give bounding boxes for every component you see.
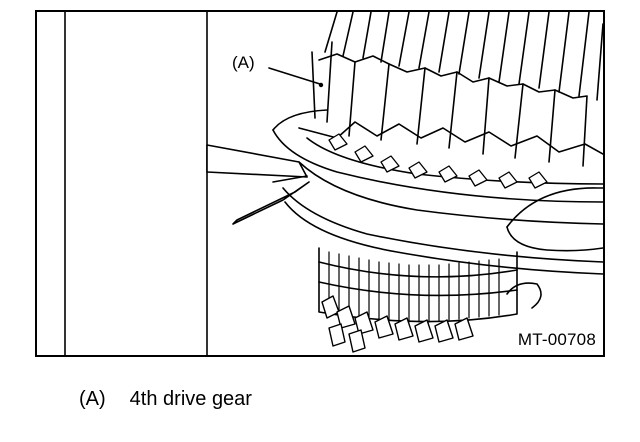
callout-leader [268, 67, 324, 88]
callout-label-a: (A) [232, 53, 255, 72]
figure-id: MT-00708 [517, 330, 596, 349]
feeler-gauge [206, 144, 310, 225]
caption-marker: (A) [79, 388, 106, 410]
gear-hub-flange [272, 109, 603, 309]
lower-gear [318, 247, 518, 353]
figure-frame: (A) MT-00708 [35, 10, 605, 357]
gear-illustration [64, 12, 603, 355]
upper-gear [298, 12, 603, 189]
housing-edges [64, 12, 208, 355]
caption: (A) 4th drive gear [79, 389, 252, 409]
caption-text: 4th drive gear [129, 388, 252, 410]
